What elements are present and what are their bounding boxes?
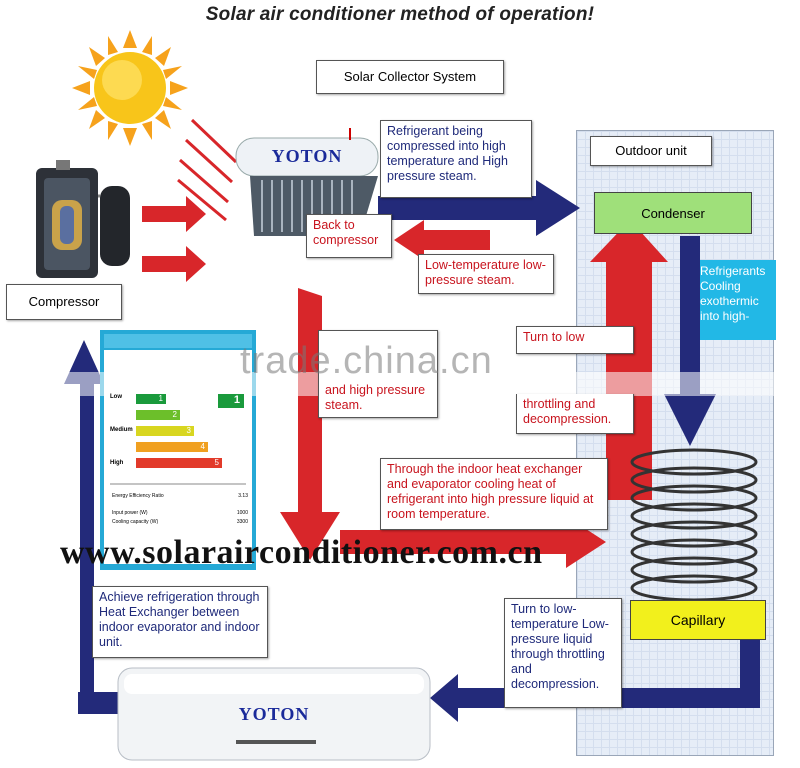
grade-label-high: High [110,460,124,466]
navy-arrow-condenser-to-coil [664,236,716,446]
outdoor-unit-label: Outdoor unit [590,136,712,166]
solar-collector-label: Solar Collector System [316,60,504,94]
note-refrigerants-cooling: Refrigerants Cooling exothermic into hig… [700,260,776,340]
energy-rating-badge: 1 [218,394,244,408]
capillary-box: Capillary [630,600,766,640]
ratio-label: Energy Efficiency Ratio [112,493,164,499]
solar-collector [235,128,379,236]
note-turn-to-low-full: Turn to low-temperature Low-pressure liq… [504,598,622,708]
compressor-label: Compressor [6,284,122,320]
note-back-to-compressor: Back to compressor [306,214,392,258]
grade-bar-2: 2 [136,410,180,420]
grade-label-medium: Medium [110,427,133,433]
sun-ray-lines [177,118,238,222]
sun-icon [72,30,188,146]
ratio-value: 3.13 [238,493,248,499]
capillary-coil [630,448,758,602]
grade-bar-5: 5 [136,458,222,468]
input-power-value: 1000 [236,510,248,516]
red-arrow-back-to-compressor [394,220,490,260]
note-refrigerant-compressed: Refrigerant being compressed into high t… [380,120,532,198]
note-low-temp-steam: Low-temperature low-pressure steam. [418,254,554,294]
note-turn-to-low-partial: Turn to low [516,326,634,354]
indoor-unit-graphic [117,667,431,761]
grade-bar-3: 3 [136,426,194,436]
cooling-capacity-value: 3300 [236,519,248,525]
red-arrow-compressor-collector-1 [142,196,206,232]
red-arrow-down-middle [280,288,340,560]
indoor-brand-yoton: YOTON [238,704,310,724]
energy-grade-list: Low 1 2 Medium 3 4 High 5 1 [110,394,250,480]
watermark-text: trade.china.cn [240,340,493,382]
red-arrow-to-coil [340,516,606,568]
compressor-graphic [36,160,130,278]
condenser-box: Condenser [594,192,752,234]
input-power-label: Input power (W) [112,510,148,516]
grade-bar-1: 1 [136,394,166,404]
red-arrow-compressor-collector-2 [142,246,206,282]
grade-bar-4: 4 [136,442,208,452]
website-url: www.solarairconditioner.com.cn [60,534,543,571]
grade-label-low: Low [110,394,122,400]
note-high-pressure-steam: and high pressure steam. [318,330,438,418]
note-achieve-refrigeration: Achieve refrigeration through Heat Excha… [92,586,268,658]
navy-arrow-indoor-to-compressor [64,340,120,712]
collector-brand-yoton: YOTON [271,146,343,166]
cooling-capacity-label: Cooling capacity (W) [112,519,159,525]
diagram-title: Solar air conditioner method of operatio… [205,4,595,25]
note-indoor-heat-exchanger: Through the indoor heat exchanger and ev… [380,458,608,530]
note-throttling-decompression: throttling and decompression. [516,394,634,434]
navy-arrow-to-condenser [378,180,580,236]
energy-spec-table: Energy Efficiency Ratio 3.13 Input power… [112,492,248,527]
